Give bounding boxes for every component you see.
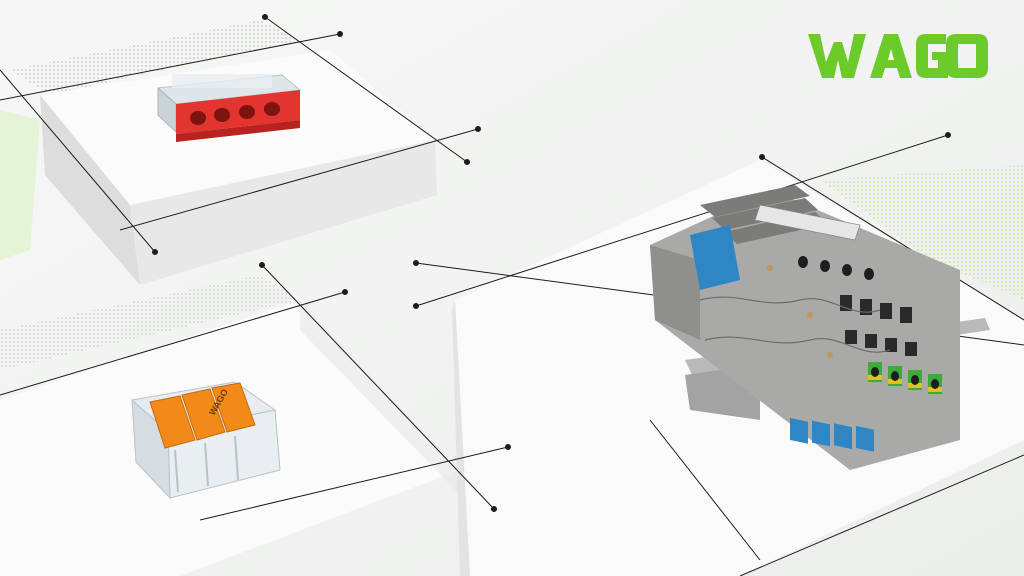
wago-logo-mark xyxy=(808,34,988,78)
wago-logo xyxy=(804,30,988,82)
green-glow-right xyxy=(820,165,1024,300)
dotted-stripe-middle xyxy=(0,275,300,370)
dotted-stripe-top xyxy=(10,20,300,95)
green-glow-left xyxy=(0,110,40,260)
red-push-in-connector xyxy=(156,74,302,142)
orange-lever-connector: WAGO xyxy=(130,381,281,500)
callout-lines xyxy=(0,14,1024,576)
gray-terminal-block xyxy=(650,185,990,470)
